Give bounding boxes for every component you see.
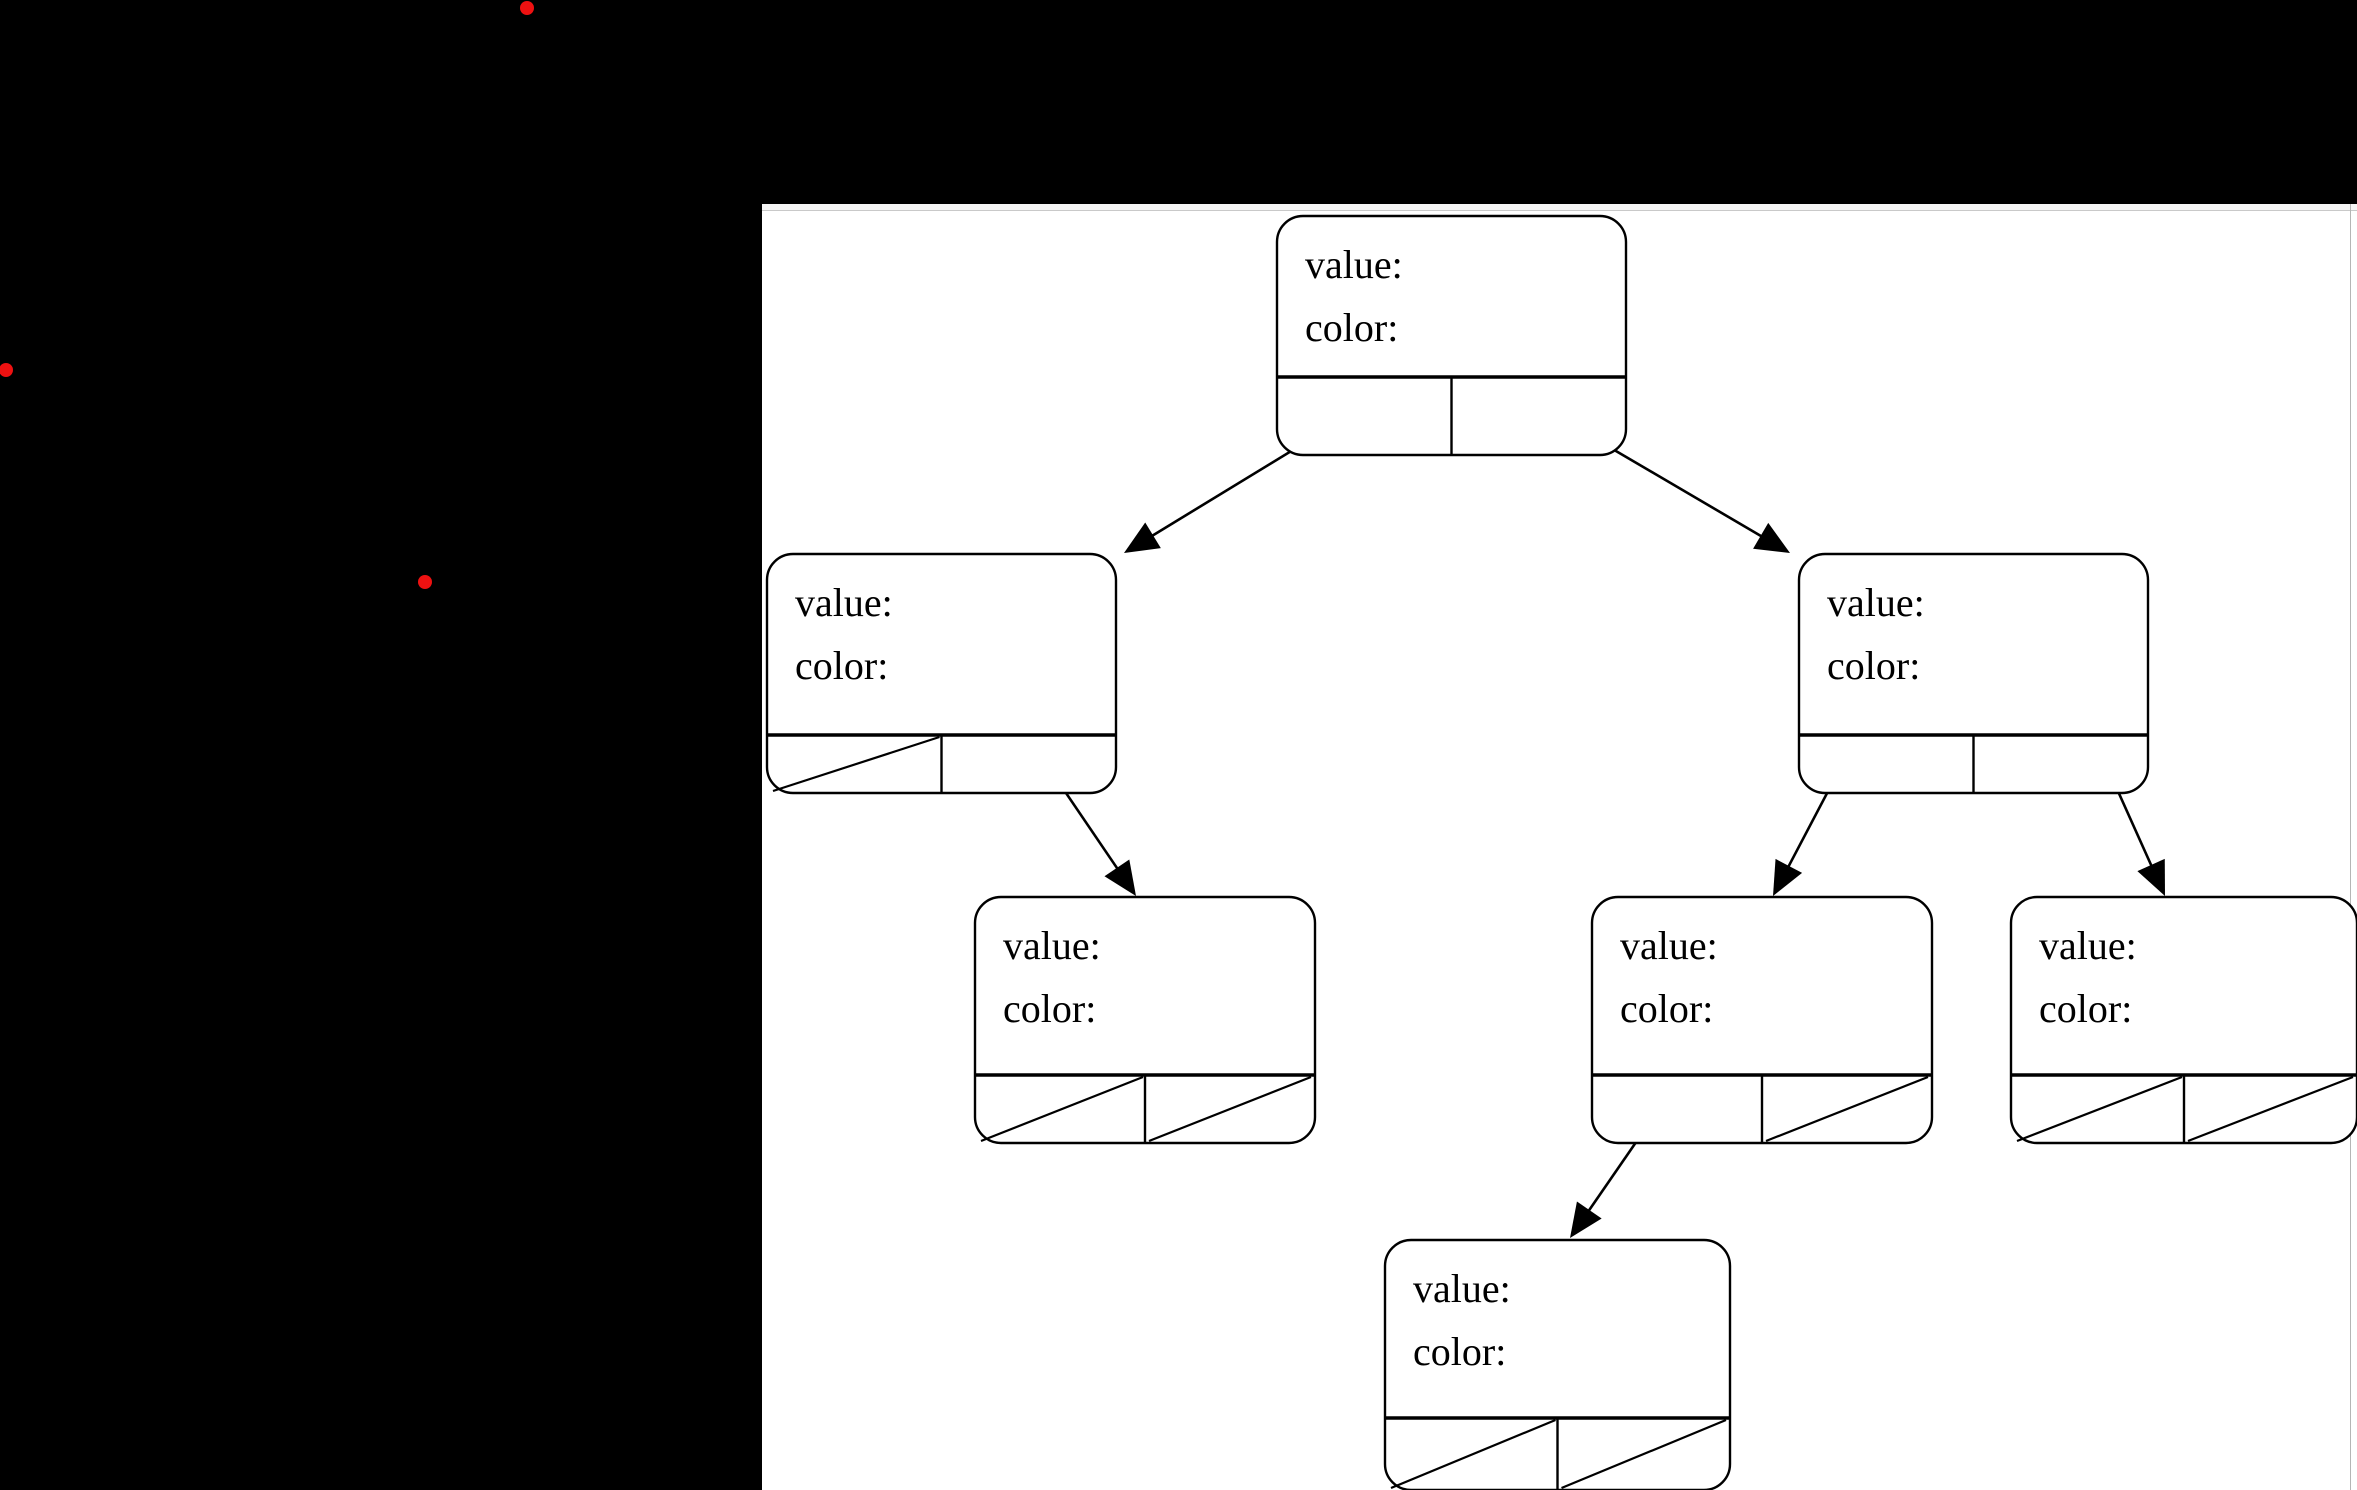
cursor-dot-top [520,1,534,15]
node-right-left-left-color-label: color: [1413,1329,1506,1374]
node-root-color-label: color: [1305,305,1398,350]
node-right-left-left-frame[interactable] [1383,1238,1732,1490]
node-right-color-label: color: [1827,643,1920,688]
node-root-value-label: value: [1305,242,1403,287]
node-right-right-value-label: value: [2039,923,2137,968]
edge-right-to-rightright-arrowhead [2137,858,2165,896]
node-right-value-label: value: [1827,580,1925,625]
node-left-color-label: color: [795,643,888,688]
node-right-right-color-label: color: [2039,986,2132,1031]
node-right-left-right-null-slash [1765,1075,1929,1143]
node-right-left-left-right-null-slash [1561,1418,1727,1490]
node-right-left[interactable]: value: color: [1590,895,1934,1145]
tree-graphic: value:color:value:color:value:color:valu… [765,214,2357,1490]
node-left-right-value-label: value: [1003,923,1101,968]
edge-root-to-left-arrowhead [1124,522,1161,553]
node-right-left-color-label: color: [1620,986,1713,1031]
node-right-right[interactable]: value: color: [2009,895,2357,1145]
node-root[interactable]: value: color: [1275,214,1628,457]
viewport-top-band [762,204,2357,211]
edge-root-to-right-arrowhead [1753,522,1790,553]
edge-right-to-rightleft-arrowhead [1773,858,1803,896]
diagram-viewport[interactable]: value:color:value:color:value:color:valu… [762,204,2357,1490]
node-left-left-null-slash [772,735,940,793]
node-left-right-color-label: color: [1003,986,1096,1031]
node-left-value-label: value: [795,580,893,625]
viewport-right-divider [2350,204,2351,1490]
node-right-right-right-null-slash [2187,1075,2354,1143]
node-right-left-left-value-label: value: [1413,1266,1511,1311]
node-left-right-left-null-slash [980,1075,1144,1143]
node-right-left-value-label: value: [1620,923,1718,968]
node-left-right-right-null-slash [1148,1075,1312,1143]
node-right-left-left-left-null-slash [1390,1418,1556,1490]
node-right[interactable]: value: color: [1797,552,2150,795]
edge-rightleft-to-leftchild-arrowhead [1570,1201,1602,1238]
node-left-right[interactable]: value: color: [973,895,1317,1145]
node-right-right-left-null-slash [2016,1075,2183,1143]
cursor-dot-left [0,363,13,377]
cursor-dot-middle [418,575,432,589]
node-right-left-left[interactable]: value: color: [1383,1238,1732,1490]
node-left[interactable]: value: color: [765,552,1118,795]
edge-left-to-leftright-arrowhead [1104,859,1136,896]
